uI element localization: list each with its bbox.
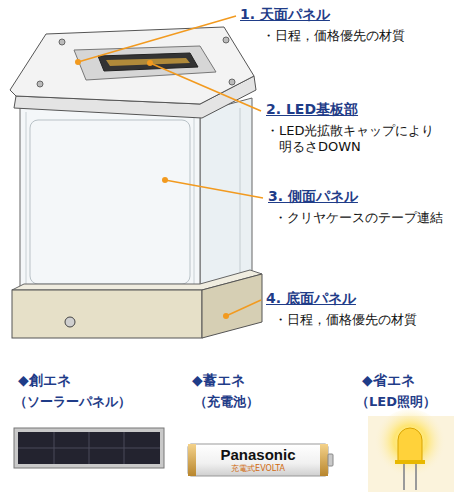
side-panel [200, 98, 252, 296]
product-name: 充電式EVOLTA [196, 464, 320, 474]
part-heading: 1. 天面パネル [240, 6, 330, 24]
label-holder: ◆省エネ [362, 372, 415, 390]
battery-terminal [328, 454, 333, 466]
screw [223, 37, 229, 43]
leader-dot [147, 60, 153, 66]
solar-cell-line [89, 432, 90, 464]
switch-button [65, 317, 75, 327]
screw [59, 39, 65, 45]
leader-dot [162, 177, 168, 183]
leader-line [165, 180, 263, 198]
led-rim [395, 460, 425, 464]
battery-body [188, 444, 328, 476]
energy-note: （ソーラーパネル） [14, 394, 131, 410]
label-holder: ・日程，価格優先の材質 [262, 28, 405, 44]
battery-cap [320, 444, 328, 476]
solar-cell-line [124, 432, 125, 464]
leader-line [150, 63, 261, 111]
led-leg [415, 464, 417, 490]
leader-dot [75, 59, 81, 65]
led-dome [398, 428, 422, 462]
part-note: ・日程，価格優先の材質 [262, 28, 405, 44]
label-holder: （充電池） [194, 394, 259, 410]
bottom-side [202, 274, 262, 338]
part-note: ・クリヤケースのテープ連結 [274, 210, 443, 226]
energy-heading: ◆創エネ [18, 372, 71, 390]
label-holder: ◆蓄エネ [192, 372, 245, 390]
solar-frame [14, 428, 164, 468]
part-note: ・日程，価格優先の材質 [274, 312, 417, 328]
energy-note: （充電池） [194, 394, 259, 410]
led-strip [106, 58, 190, 66]
part-note: ・LED光拡散キャップにより 明るさDOWN [266, 123, 451, 156]
brand-mark: Panasonic [196, 446, 320, 465]
energy-note: （LED照明） [356, 394, 436, 410]
leader-line [226, 300, 261, 316]
battery-cap [188, 444, 196, 476]
bottom-panel [12, 290, 202, 338]
part-heading: 2. LED基板部 [266, 101, 358, 119]
energy-heading: ◆省エネ [362, 372, 415, 390]
label-holder: ・クリヤケースのテープ連結 [274, 210, 443, 226]
part-heading: 4. 底面パネル [266, 290, 356, 308]
panel-inner [30, 120, 190, 284]
label-holder: 2. LED基板部 [266, 101, 358, 119]
label-holder: （LED照明） [356, 394, 436, 410]
led-board [98, 53, 198, 71]
label-holder: ◆創エネ [18, 372, 71, 390]
screw [229, 79, 235, 85]
part-heading: 3. 側面パネル [268, 188, 358, 206]
label-holder: 1. 天面パネル [240, 6, 330, 24]
label-holder: ・日程，価格優先の材質 [274, 312, 417, 328]
label-holder: Panasonic [196, 446, 320, 465]
panel-edge [194, 112, 195, 290]
solar-panel [18, 432, 160, 464]
label-holder: ・LED光拡散キャップにより 明るさDOWN [266, 123, 451, 156]
label-holder: 4. 底面パネル [266, 290, 356, 308]
panel-edge [26, 112, 27, 290]
label-holder: （ソーラーパネル） [14, 394, 131, 410]
led-glow [374, 409, 446, 481]
leader-dot [223, 313, 229, 319]
led-leg [403, 464, 405, 490]
energy-heading: ◆蓄エネ [192, 372, 245, 390]
label-holder: 3. 側面パネル [268, 188, 358, 206]
leader-line [78, 16, 236, 62]
label-holder: 充電式EVOLTA [196, 464, 320, 474]
screw [37, 81, 43, 87]
solar-cell-line [54, 432, 55, 464]
top-recess [74, 46, 216, 80]
front-panel [20, 108, 200, 294]
